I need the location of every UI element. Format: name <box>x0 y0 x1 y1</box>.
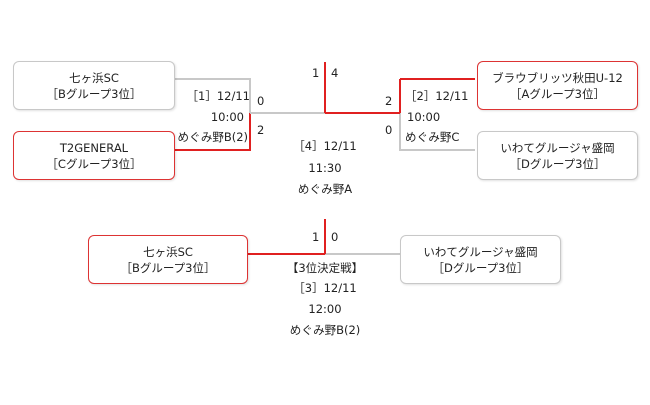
match1-score-bottom: 2 <box>257 123 265 137</box>
team-box-blaublitz: ブラウブリッツ秋田U-12 ［Aグループ3位］ <box>477 61 638 110</box>
match1-label: ［1］12/11 <box>186 89 250 103</box>
line-iwate-m2 <box>399 113 475 151</box>
match1-score-top: 0 <box>257 94 265 108</box>
team-name: ブラウブリッツ秋田U-12 <box>492 70 623 85</box>
team-name: 七ヶ浜SC <box>143 244 193 259</box>
match3-title: 【3位決定戦】 <box>286 261 364 275</box>
team-box-iwate: いわてグルージャ盛岡 ［Dグループ3位］ <box>477 131 638 180</box>
team-name: いわてグルージャ盛岡 <box>423 244 538 259</box>
match3-time: 12:00 <box>308 302 342 316</box>
team-box-shichigahama-3rd: 七ヶ浜SC ［Bグループ3位］ <box>88 235 248 284</box>
team-box-iwate-3rd: いわてグルージャ盛岡 ［Dグループ3位］ <box>400 235 561 284</box>
team-group: ［Aグループ3位］ <box>510 86 605 101</box>
match1-time: 10:00 <box>210 110 244 124</box>
match4-venue: めぐみ野A <box>297 182 353 196</box>
line-shichigahama-m1 <box>175 78 251 113</box>
team-group: ［Bグループ3位］ <box>120 260 216 275</box>
team-group: ［Dグループ3位］ <box>509 156 606 171</box>
match1-venue: めぐみ野B(2) <box>177 130 248 144</box>
team-name: いわてグルージャ盛岡 <box>500 140 615 155</box>
match3-score-left: 1 <box>312 230 320 244</box>
team-group: ［Bグループ3位］ <box>46 86 142 101</box>
match3-score-right: 0 <box>331 230 339 244</box>
team-name: T2GENERAL <box>59 140 129 155</box>
match2-venue: めぐみ野C <box>405 130 460 144</box>
team-name: 七ヶ浜SC <box>69 70 119 85</box>
match2-label: ［2］12/11 <box>405 89 469 103</box>
team-group: ［Cグループ3位］ <box>46 156 142 171</box>
match4-score-right: 4 <box>331 66 339 80</box>
match2-score-top: 2 <box>385 94 393 108</box>
match4-time: 11:30 <box>308 161 342 175</box>
match2-time: 10:00 <box>407 110 441 124</box>
match4-score-left: 1 <box>312 66 320 80</box>
line-t2general-m1 <box>175 113 251 151</box>
match2-score-bottom: 0 <box>385 123 393 137</box>
team-group: ［Dグループ3位］ <box>432 260 529 275</box>
match4-label: ［4］12/11 <box>293 139 357 153</box>
team-box-t2general: T2GENERAL ［Cグループ3位］ <box>13 131 175 180</box>
match3-label: ［3］12/11 <box>293 281 357 295</box>
match3-venue: めぐみ野B(2) <box>289 323 361 337</box>
team-box-shichigahama: 七ヶ浜SC ［Bグループ3位］ <box>13 61 175 110</box>
